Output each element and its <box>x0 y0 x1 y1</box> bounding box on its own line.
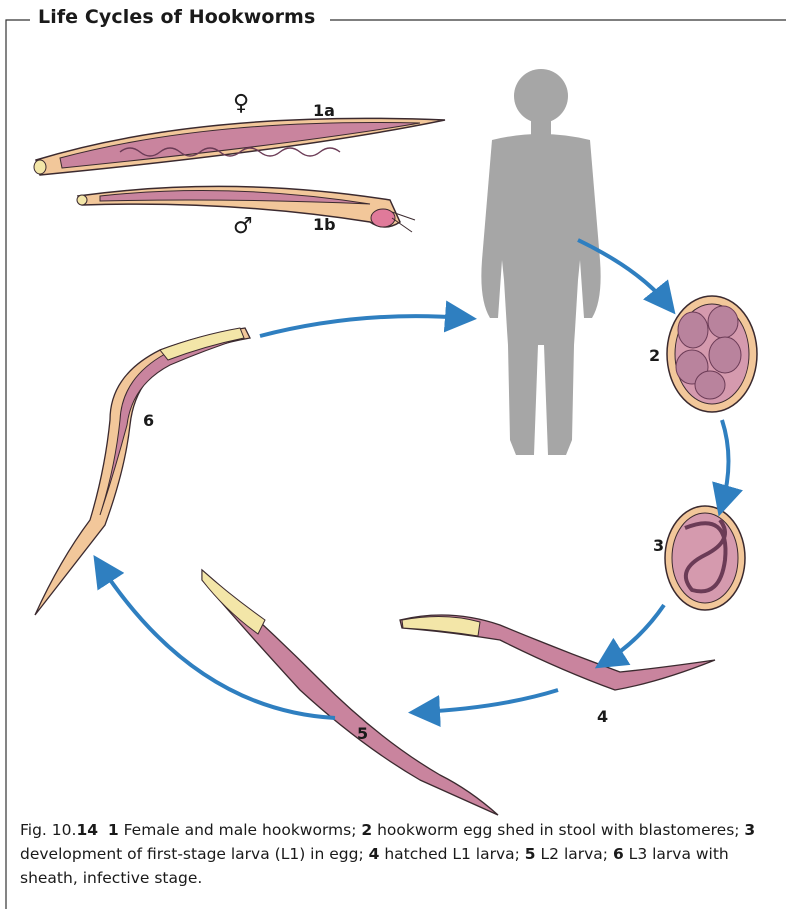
arrow-l3-to-human <box>260 316 465 336</box>
figure-caption: Fig. 10.14 1 Female and male hookworms; … <box>20 818 772 890</box>
caption-t4: hatched L1 larva; <box>379 845 524 863</box>
label-3: 3 <box>653 536 664 555</box>
female-hookworm <box>34 118 445 175</box>
label-1b: 1b <box>313 215 336 234</box>
caption-fig-num: 14 <box>76 821 98 839</box>
l2-larva <box>202 570 498 815</box>
female-symbol-icon: ♀ <box>233 91 249 116</box>
caption-t3: development of first-stage larva (L1) in… <box>20 845 369 863</box>
human-silhouette-icon <box>481 69 600 455</box>
egg-with-l1-larva <box>665 506 745 610</box>
caption-t1: Female and male hookworms; <box>119 821 362 839</box>
arrow-l1-to-l2 <box>420 690 558 712</box>
cycle-arrows <box>100 240 729 718</box>
label-6: 6 <box>143 411 154 430</box>
egg-with-blastomeres <box>667 296 757 412</box>
hatched-l1-larva <box>400 615 715 690</box>
caption-n5: 5 <box>525 845 536 863</box>
label-1a: 1a <box>313 101 335 120</box>
male-symbol-icon: ♂ <box>233 214 253 239</box>
figure-title: Life Cycles of Hookworms <box>34 6 323 28</box>
caption-n6: 6 <box>613 845 624 863</box>
caption-n4: 4 <box>369 845 380 863</box>
caption-t5: L2 larva; <box>536 845 613 863</box>
l3-larva-with-sheath <box>35 328 250 615</box>
caption-n1: 1 <box>108 821 119 839</box>
caption-t2: hookworm egg shed in stool with blastome… <box>372 821 744 839</box>
caption-n3: 3 <box>744 821 755 839</box>
label-2: 2 <box>649 346 660 365</box>
caption-fig: Fig. 10. <box>20 821 76 839</box>
label-5: 5 <box>357 724 368 743</box>
arrow-egg-to-larva <box>722 420 729 505</box>
arrow-egg-to-hatched <box>605 605 664 662</box>
caption-n2: 2 <box>361 821 372 839</box>
label-4: 4 <box>597 707 608 726</box>
